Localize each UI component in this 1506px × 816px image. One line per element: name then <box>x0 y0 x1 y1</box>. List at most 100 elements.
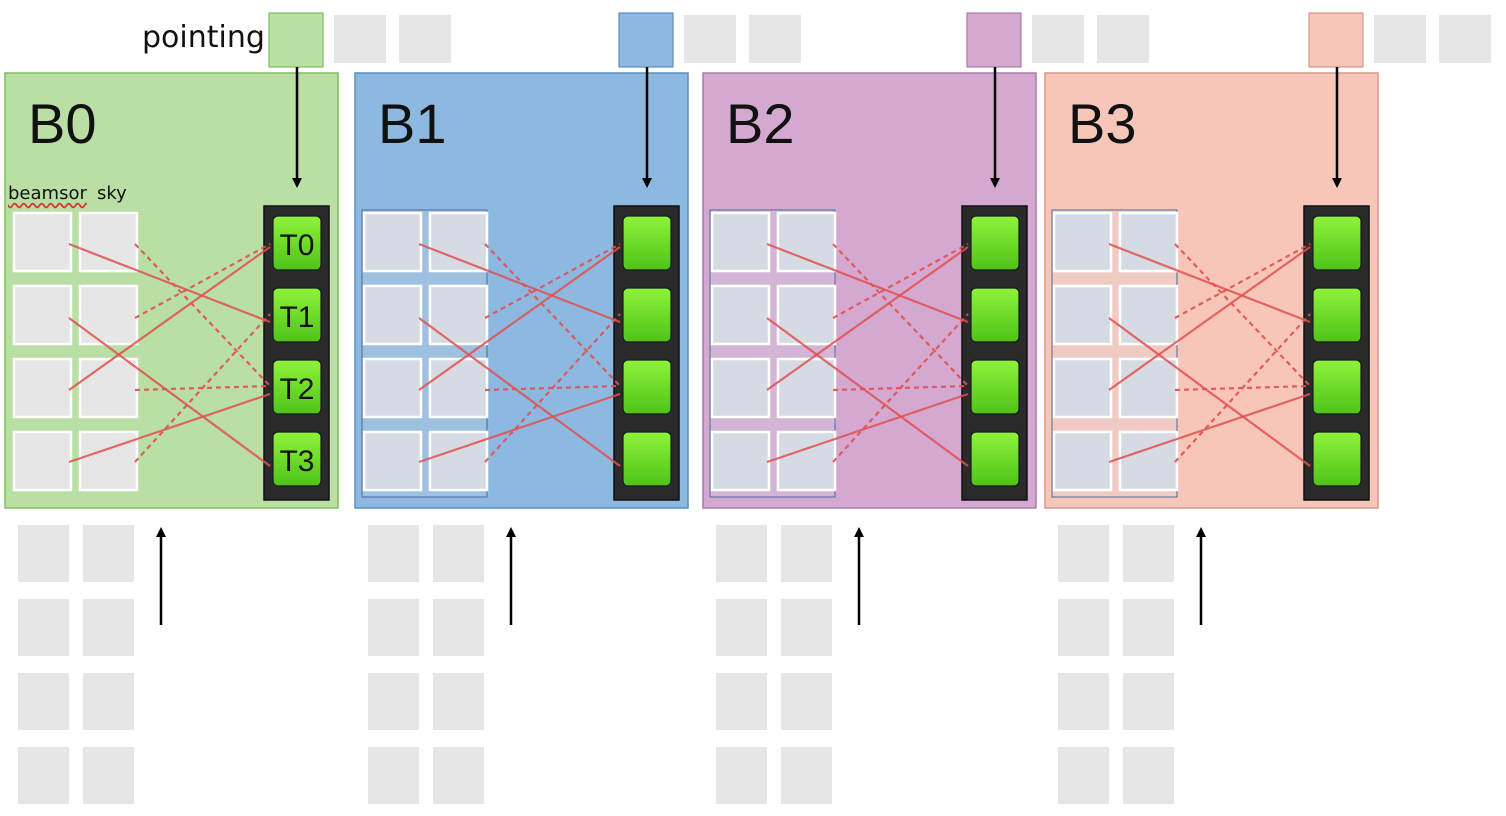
pointing-key-1 <box>618 12 674 68</box>
mapping-line-solid <box>1108 392 1311 464</box>
mapping-line-dashed <box>832 243 969 319</box>
mapping-line-solid <box>418 317 621 467</box>
input-slot <box>83 747 134 804</box>
mapping-line-dashed <box>484 243 621 387</box>
grid-cell <box>1052 284 1113 346</box>
input-slot <box>1123 747 1174 804</box>
grid-cell <box>362 357 423 419</box>
grid-cell <box>428 284 489 346</box>
mapping-line-solid <box>766 392 969 464</box>
tile-3 <box>622 431 672 487</box>
input-slot <box>1123 673 1174 730</box>
grid-cell <box>12 284 73 346</box>
pointing-key-3 <box>1308 12 1364 68</box>
input-slot <box>18 673 69 730</box>
input-slot <box>433 673 484 730</box>
grid-cell <box>1052 211 1113 273</box>
input-slot <box>1058 673 1109 730</box>
grid-cell <box>362 430 423 492</box>
input-slot <box>368 525 419 582</box>
block-label: B3 <box>1068 92 1137 155</box>
grid-cell <box>710 430 771 492</box>
mapping-line-dashed <box>484 313 621 463</box>
grid-cell <box>1052 430 1113 492</box>
grid-cell <box>710 284 771 346</box>
mapping-line-dashed <box>1174 313 1311 463</box>
input-slot <box>368 599 419 656</box>
input-slot <box>781 525 832 582</box>
input-slot <box>83 599 134 656</box>
mapping-line-solid <box>1108 317 1311 467</box>
input-slot <box>1123 599 1174 656</box>
grid-cell <box>1118 211 1179 273</box>
tile-0 <box>622 215 672 271</box>
pointing-key-0 <box>268 12 324 68</box>
input-slot <box>83 673 134 730</box>
input-slot <box>781 599 832 656</box>
tile-label: T0 <box>279 229 314 262</box>
mapping-line-solid <box>1108 246 1311 391</box>
mapping-line-solid <box>418 392 621 464</box>
tile-1 <box>970 287 1020 343</box>
grid-cell <box>710 211 771 273</box>
input-slot <box>716 525 767 582</box>
tile-1 <box>1312 287 1362 343</box>
input-slot <box>433 525 484 582</box>
tile-0 <box>272 215 322 271</box>
input-slot <box>781 673 832 730</box>
mapping-line-dashed <box>134 243 271 387</box>
tile-3 <box>970 431 1020 487</box>
pointing-slot <box>1374 15 1426 63</box>
input-slot <box>716 747 767 804</box>
mapping-line-solid <box>418 246 621 391</box>
input-slot <box>83 525 134 582</box>
block-3: B3 <box>1044 12 1491 804</box>
beamsor-label: beamsor <box>8 183 87 204</box>
tile-label: T2 <box>279 373 314 406</box>
pointing-slot <box>1097 15 1149 63</box>
grid-cell <box>12 357 73 419</box>
tile-label: T3 <box>279 445 314 478</box>
grid-cell <box>1118 430 1179 492</box>
mapping-line-solid <box>418 242 621 324</box>
grid-cell <box>1052 357 1113 419</box>
grid-cell <box>776 211 837 273</box>
grid-cell <box>78 357 139 419</box>
grid-cell <box>12 430 73 492</box>
tile-0 <box>1312 215 1362 271</box>
block-label: B0 <box>28 92 97 155</box>
block-2: B2 <box>702 12 1149 804</box>
mapping-line-dashed <box>1174 243 1311 387</box>
input-slot <box>18 599 69 656</box>
grid-cell <box>78 430 139 492</box>
grid-cell <box>428 430 489 492</box>
tile-label: T1 <box>279 301 314 334</box>
mapping-line-dashed <box>134 243 271 319</box>
block-1: B1 <box>354 12 801 804</box>
mapping-line-solid <box>68 242 271 324</box>
tile-1 <box>272 287 322 343</box>
grid-cell <box>710 357 771 419</box>
pointing-slot <box>399 15 451 63</box>
grid-cell <box>428 357 489 419</box>
input-slot <box>433 747 484 804</box>
tile-1 <box>622 287 672 343</box>
grid-cell <box>776 357 837 419</box>
pointing-slot <box>334 15 386 63</box>
sky-label: sky <box>97 183 127 204</box>
grid-cell <box>362 211 423 273</box>
pointing-key-2 <box>966 12 1022 68</box>
tile-2 <box>622 359 672 415</box>
input-slot <box>433 599 484 656</box>
grid-cell <box>428 211 489 273</box>
input-slot <box>368 747 419 804</box>
mapping-line-dashed <box>832 243 969 387</box>
grid-cell <box>1118 284 1179 346</box>
mapping-line-solid <box>766 242 969 324</box>
grid-cell <box>776 284 837 346</box>
input-slot <box>368 673 419 730</box>
mapping-line-dashed <box>484 243 621 319</box>
block-label: B2 <box>726 92 795 155</box>
pointing-slot <box>1439 15 1491 63</box>
mapping-line-solid <box>1108 242 1311 324</box>
